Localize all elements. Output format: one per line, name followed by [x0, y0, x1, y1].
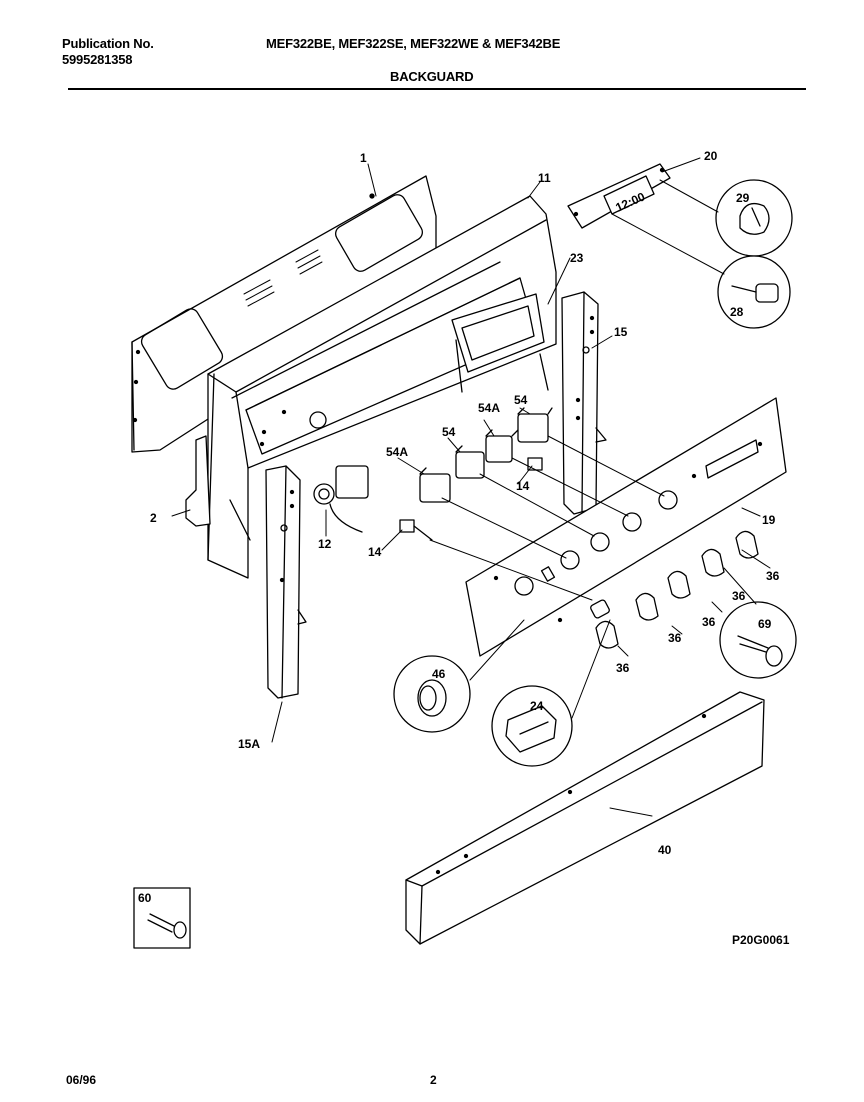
publication-label: Publication No. — [62, 36, 154, 51]
switch-part-54a-lower — [419, 467, 451, 503]
callout-40: 40 — [658, 843, 672, 857]
thermostat-part-12 — [313, 465, 369, 533]
callout-19: 19 — [762, 513, 776, 527]
publication-number: 5995281358 — [62, 52, 133, 67]
clock-part-20: 12:00 — [567, 163, 671, 229]
callout-11: 11 — [538, 171, 551, 185]
callout-36-d: 36 — [668, 631, 682, 645]
callout-20: 20 — [704, 149, 718, 163]
callout-14-left: 14 — [368, 545, 382, 559]
callout-24: 24 — [530, 699, 544, 713]
switch-part-54-upper — [517, 407, 553, 443]
callout-54-upper: 54 — [514, 393, 528, 407]
callout-23: 23 — [570, 251, 584, 265]
switch-part-54a-upper — [485, 429, 519, 463]
switch-part-54-lower — [455, 445, 485, 479]
control-panel-part-19 — [465, 397, 787, 657]
footer-date: 06/96 — [66, 1073, 97, 1087]
callout-54a-lower: 54A — [386, 445, 408, 459]
callout-60: 60 — [138, 891, 152, 905]
callout-36-b: 36 — [732, 589, 746, 603]
callout-1: 1 — [360, 151, 367, 165]
callout-12: 12 — [318, 537, 332, 551]
callout-36-e: 36 — [616, 661, 630, 675]
figure-code: P20G0061 — [732, 933, 790, 947]
detail-circle-28 — [717, 255, 791, 329]
callout-15: 15 — [614, 325, 628, 339]
callout-14-right: 14 — [516, 479, 530, 493]
callout-54-lower: 54 — [442, 425, 456, 439]
detail-circle-46 — [393, 655, 471, 733]
leader-lines — [171, 157, 771, 817]
callout-29: 29 — [736, 191, 750, 205]
end-bracket-part-15a — [265, 465, 307, 699]
callout-15a: 15A — [238, 737, 260, 751]
callout-54a-upper: 54A — [478, 401, 500, 415]
bracket-part-23 — [451, 293, 549, 393]
callout-2: 2 — [150, 511, 157, 525]
end-bracket-part-15 — [561, 291, 607, 515]
callout-69: 69 — [758, 617, 772, 631]
indicator-light-part-14-left — [399, 519, 433, 541]
trim-part-40 — [405, 691, 765, 945]
callout-36-a: 36 — [766, 569, 780, 583]
callout-36-c: 36 — [702, 615, 716, 629]
detail-circle-29 — [715, 179, 793, 257]
bracket-part-2 — [185, 435, 211, 527]
header-rule — [68, 88, 806, 90]
section-title: BACKGUARD — [390, 69, 474, 84]
callout-labels: 1 11 20 23 29 28 15 54A 54 54 54A 14 2 1… — [138, 149, 790, 947]
callout-28: 28 — [730, 305, 744, 319]
page-number: 2 — [430, 1073, 437, 1087]
callout-46: 46 — [432, 667, 446, 681]
model-numbers: MEF322BE, MEF322SE, MEF322WE & MEF342BE — [266, 36, 561, 51]
detail-box-60 — [133, 887, 191, 949]
detail-circle-69 — [719, 601, 797, 679]
detail-circle-24 — [491, 685, 573, 767]
